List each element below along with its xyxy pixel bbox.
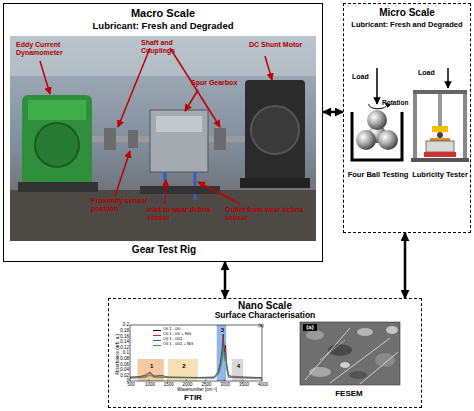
panel-title: Lubricity Tester <box>410 171 470 179</box>
plot-label: 0.08 <box>114 357 129 362</box>
plot-label: 0.18 <box>114 329 129 334</box>
image-panel: FESEM (a) <box>291 322 407 407</box>
plot-label: 0.02 <box>114 374 129 379</box>
panel-title: Micro Scale <box>344 7 470 18</box>
plot-label: 2000 <box>181 383 195 388</box>
four-ball-sketch <box>352 68 402 160</box>
part-label: Outlet from wear debris sensor <box>225 206 307 221</box>
photo-panel: Gear Test Rig Eddy Current Dynamometer Sha… <box>11 37 317 259</box>
legend-text: Oil 1 - 00 <box>163 327 180 332</box>
fesem-image <box>300 322 400 385</box>
part-label: Proximity sensor position <box>91 197 151 212</box>
plot-label: 3500 <box>237 383 251 388</box>
plot-label: 500 <box>124 383 138 388</box>
chart-panel: FTIR (a) Absorbance (arb. u.) Wavenumber [c… <box>113 322 273 407</box>
rig-photo <box>10 36 316 241</box>
part-label: Spur Gearbox <box>191 79 241 87</box>
panel-title: Macro Scale <box>4 7 322 19</box>
plot-label: Load <box>352 73 376 81</box>
band-number: 2 <box>179 363 189 370</box>
part-label: Inlet to wear debris sensor <box>147 206 217 221</box>
panel-title: FESEM <box>291 390 407 399</box>
plot-label: 1500 <box>162 383 176 388</box>
panel-subtitle: Lubricant: Fresh and Degraded <box>4 21 322 31</box>
test-figure: Four Ball Testing LoadRotation <box>346 59 410 189</box>
band-number: 3 <box>218 327 228 334</box>
legend-line <box>153 335 161 336</box>
double-arrow <box>323 111 343 114</box>
double-arrow <box>224 262 227 298</box>
plot-label: 0.06 <box>114 363 129 368</box>
panel-title: Four Ball Testing <box>346 171 410 179</box>
legend-text: Oil 1 - 001 + NG <box>163 342 193 347</box>
double-arrow <box>404 233 407 298</box>
legend-line <box>153 330 161 331</box>
scale-panel: Micro ScaleLubricant: Fresh and Degraded… <box>343 3 471 233</box>
plot-label: Absorbance (arb. u.) <box>116 324 121 384</box>
panel-title: Gear Test Rig <box>11 244 317 255</box>
band-number: 1 <box>147 363 157 370</box>
plot-label: 3000 <box>218 383 232 388</box>
panel-title: FTIR <box>113 394 273 403</box>
plot-label: 0 <box>114 379 129 384</box>
ftir-plot <box>130 325 262 381</box>
lubricity-tester-sketch <box>411 68 469 162</box>
scale-panel: Macro ScaleLubricant: Fresh and Degraded… <box>3 3 323 262</box>
part-label: Eddy Current Dynamometer <box>16 41 88 56</box>
legend-line <box>153 345 161 346</box>
plot-label: 0.14 <box>114 340 129 345</box>
plot-label: (a) <box>253 324 269 329</box>
plot-label: 4000 <box>256 383 270 388</box>
plot-label: 0.04 <box>114 368 129 373</box>
plot-label: 0.1 <box>114 351 129 356</box>
part-label: DC Shunt Motor <box>249 41 311 49</box>
part-label: Shaft and Couplings <box>141 39 205 54</box>
plot-label: Load <box>418 69 442 77</box>
plot-label: 0.2 <box>114 323 129 328</box>
band-number: 4 <box>234 363 244 370</box>
panel-title: Nano Scale <box>109 300 421 311</box>
scale-panel: Nano ScaleSurface CharacterisationFTIR (a… <box>108 298 422 408</box>
legend-line <box>153 340 161 341</box>
plot-label: Wavenumber [cm⁻¹] <box>157 388 237 393</box>
legend-text: Oil 1 - 00 + NG <box>163 332 191 337</box>
plot-label: Rotation <box>382 99 412 106</box>
plot-label: 0.16 <box>114 335 129 340</box>
plot-label: 0.12 <box>114 346 129 351</box>
test-figure: Lubricity Tester Load <box>410 59 470 189</box>
legend-text: Oil 1 - 001 <box>163 337 182 342</box>
panel-subtitle: Surface Characterisation <box>109 311 421 320</box>
plot-label: 2500 <box>199 383 213 388</box>
plot-label: 1000 <box>143 383 157 388</box>
plot-label: (a) <box>303 324 317 331</box>
panel-subtitle: Lubricant: Fresh and Degraded <box>344 21 470 29</box>
